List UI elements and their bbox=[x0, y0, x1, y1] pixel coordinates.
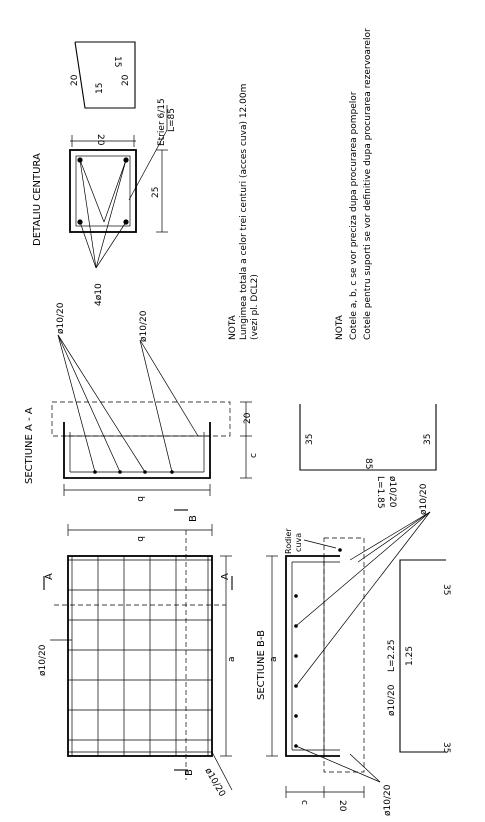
shape-aa-length: L=1.85 bbox=[375, 476, 385, 509]
shape-aa-dim-35-right: 35 bbox=[423, 434, 433, 445]
plan-mark-a-top: A bbox=[44, 573, 55, 580]
section-bb-dim-c: c bbox=[299, 800, 309, 805]
plan-view: A A B B ø10/20 ø10/20 b a bbox=[38, 509, 237, 799]
section-bb-dim-a: a bbox=[269, 656, 279, 662]
section-aa-bar-label-2: ø10/20 bbox=[139, 310, 149, 342]
section-aa-title: SECTIUNE A - A bbox=[24, 407, 35, 484]
bars-label: 4ø10 bbox=[94, 283, 104, 306]
plan-mark-a-bottom: A bbox=[220, 573, 231, 580]
stirrup-length: L=85 bbox=[167, 108, 177, 132]
shape-dim-15-top: 15 bbox=[112, 56, 122, 67]
detail-section-box bbox=[69, 149, 137, 233]
detail-stirrup-callout: Etrier 6/15 L=85 bbox=[128, 98, 177, 201]
section-aa-bar-label-1: ø10/20 bbox=[56, 302, 66, 334]
nota1-heading: NOTA bbox=[228, 314, 238, 340]
plan-bar-label-right: ø10/20 bbox=[202, 767, 227, 799]
shape-dim-15-bottom: 15 bbox=[95, 83, 105, 94]
section-bb-bar-label-top: ø10/20 bbox=[419, 483, 429, 515]
detail-bars-callout: 4ø10 bbox=[79, 159, 127, 306]
section-bb-bar-label-bottom: ø10/20 bbox=[383, 784, 393, 816]
nota1-line2: (vezi pl. DCL2) bbox=[250, 274, 260, 340]
shape-aa-dim-85: 85 bbox=[363, 458, 373, 469]
shape-dim-20-right: 20 bbox=[121, 74, 131, 86]
plan-bar-label-left: ø10/20 bbox=[38, 644, 48, 676]
section-bb-roofer-2: cuva bbox=[294, 533, 303, 552]
shape-dim-20-left: 20 bbox=[70, 74, 80, 86]
plan-mark-b-right: B bbox=[188, 515, 199, 522]
nota2-heading: NOTA bbox=[335, 314, 345, 340]
nota2-line1: Cotele a, b, c se vor preciza dupa procu… bbox=[349, 91, 359, 340]
shape-bb: 35 35 1.25 L=2.25 ø10/20 bbox=[387, 559, 451, 753]
stirrup-label: Etrier 6/15 bbox=[157, 98, 167, 146]
section-bb: SECTIUNE B-B Rodier cuva ø10/20 ø10/20 bbox=[256, 483, 431, 816]
shape-aa-label: ø10/20 bbox=[387, 476, 397, 508]
detail-title: DETALIU CENTURA bbox=[32, 153, 43, 246]
nota2-line2: Cotele pentru suporti se vor definitive … bbox=[363, 28, 373, 340]
shape-bb-length: L=2.25 bbox=[387, 639, 397, 672]
shape-bb-label: ø10/20 bbox=[387, 684, 397, 716]
detail-dim-height: 25 bbox=[151, 149, 168, 233]
section-bb-dim-20: 20 bbox=[337, 800, 347, 812]
section-bb-title: SECTIUNE B-B bbox=[256, 630, 267, 700]
detail-dim-25: 25 bbox=[151, 187, 161, 198]
detail-dim-width: 20 bbox=[70, 134, 136, 147]
detail-dim-20: 20 bbox=[95, 134, 105, 146]
plan-dim-b: b bbox=[135, 536, 145, 542]
section-aa: SECTIUNE A - A ø10/20 ø10/20 b 20 bbox=[24, 302, 259, 502]
shape-aa: 35 35 85 L=1.85 ø10/20 bbox=[299, 404, 437, 509]
detail-bar-shape: 20 20 15 15 bbox=[70, 41, 136, 109]
section-aa-dim-20: 20 bbox=[243, 412, 253, 424]
section-bb-roofer-1: Rodier bbox=[284, 528, 293, 554]
detail-centura: DETALIU CENTURA 20 20 15 15 20 bbox=[32, 41, 177, 306]
nota-1: NOTA Lungimea totala a celor trei centur… bbox=[228, 84, 260, 340]
nota1-line1: Lungimea totala a celor trei centuri (ac… bbox=[239, 84, 249, 340]
plan-dim-a: a bbox=[227, 656, 237, 662]
shape-aa-dim-35-left: 35 bbox=[305, 434, 315, 445]
shape-bb-dim-125: 1.25 bbox=[405, 646, 415, 666]
nota-2: NOTA Cotele a, b, c se vor preciza dupa … bbox=[335, 28, 373, 340]
shape-bb-dim-35-top: 35 bbox=[441, 584, 451, 595]
shape-bb-dim-35-bottom: 35 bbox=[441, 742, 451, 753]
section-aa-dim-c: c bbox=[249, 453, 259, 458]
section-aa-dim-b: b bbox=[135, 496, 145, 502]
plan-mark-b-left: B bbox=[184, 769, 195, 776]
